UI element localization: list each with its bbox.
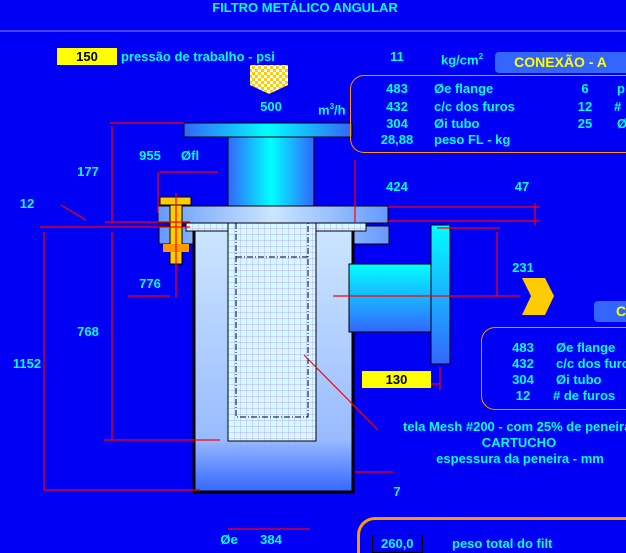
pressure-psi-input[interactable]: 150 [57,48,117,65]
thickness-note: espessura da peneira - mm [436,451,604,466]
dim-384: 384 [260,532,282,547]
top-flange [183,122,353,138]
dim-label-phi-fl: Øfl [181,148,200,163]
dim-47: 47 [514,179,530,194]
label: # de furos [553,388,616,403]
pressure-kgcm2: 11 [390,49,404,64]
body-flange [157,205,389,224]
pressure-label: pressão de trabalho - psi [121,49,275,64]
outlet-pipe [348,263,432,333]
value: 483 [512,340,534,355]
value: 304 [386,116,408,131]
flow-unit: m3/h [318,99,346,118]
label: c/c dos furos [556,356,626,371]
value: 6 [581,81,589,96]
outlet-arrow-icon [522,278,554,315]
label: Øi tubo [556,372,602,387]
cartridge-note: CARTUCHO [481,435,557,450]
inlet-pipe [227,136,315,208]
dim-424: 424 [386,179,408,194]
mesh-cartridge [227,222,317,442]
dim-label-phi-e: Øe [220,532,238,547]
outlet-flange [430,224,451,365]
mesh-note: tela Mesh #200 - com 25% de peneira [403,419,626,434]
label: # [614,99,622,114]
label: peso FL - kg [434,132,511,147]
flow-unit-sup: 3 [329,102,335,111]
dim-776: 776 [139,276,161,291]
label: p [617,81,625,96]
value: 432 [386,99,408,114]
value: 28,88 [380,132,414,147]
dim-12: 12 [19,196,35,211]
value: 432 [512,356,534,371]
pressure-unit-sup: 2 [478,52,484,61]
dim-955: 955 [139,148,161,163]
cartridge-outline [235,223,309,418]
mesh-input-130[interactable]: 130 [362,371,431,388]
label: Øe flange [434,81,494,96]
conexao-b-panel [481,327,626,410]
conexao-a-panel [350,75,626,153]
flow-unit-tail: /h [334,102,346,118]
label: Øe flange [556,340,616,355]
total-weight-label: peso total do filt [452,536,553,551]
value: 304 [512,372,534,387]
dim-1152: 1152 [12,356,42,371]
label: c/c dos furos [434,99,515,114]
pressure-unit: kg/cm2 [441,49,483,68]
conexao-a-button[interactable]: CONEXÃO - A [495,52,626,73]
dim-768: 768 [77,324,99,339]
dimension-lines [40,122,540,530]
dim-177: 177 [77,164,99,179]
conexao-b-button[interactable]: C [594,301,626,322]
flow-unit-base: m [318,102,330,118]
total-weight-panel [357,517,626,553]
flow-arrow-icon [250,65,288,94]
value: 12 [515,388,531,403]
flow-value: 500 [260,99,282,114]
page-title: FILTRO METÁLICO ANGULAR [212,0,398,15]
value: 483 [386,81,408,96]
label: Ø [617,116,626,131]
label: Øi tubo [434,116,480,131]
dim-7: 7 [393,484,401,499]
total-weight-value: 260,0 [372,535,423,553]
pressure-unit-base: kg/cm [441,52,479,68]
value: 12 [577,99,593,114]
value: 25 [577,116,593,131]
dim-231: 231 [512,260,534,275]
